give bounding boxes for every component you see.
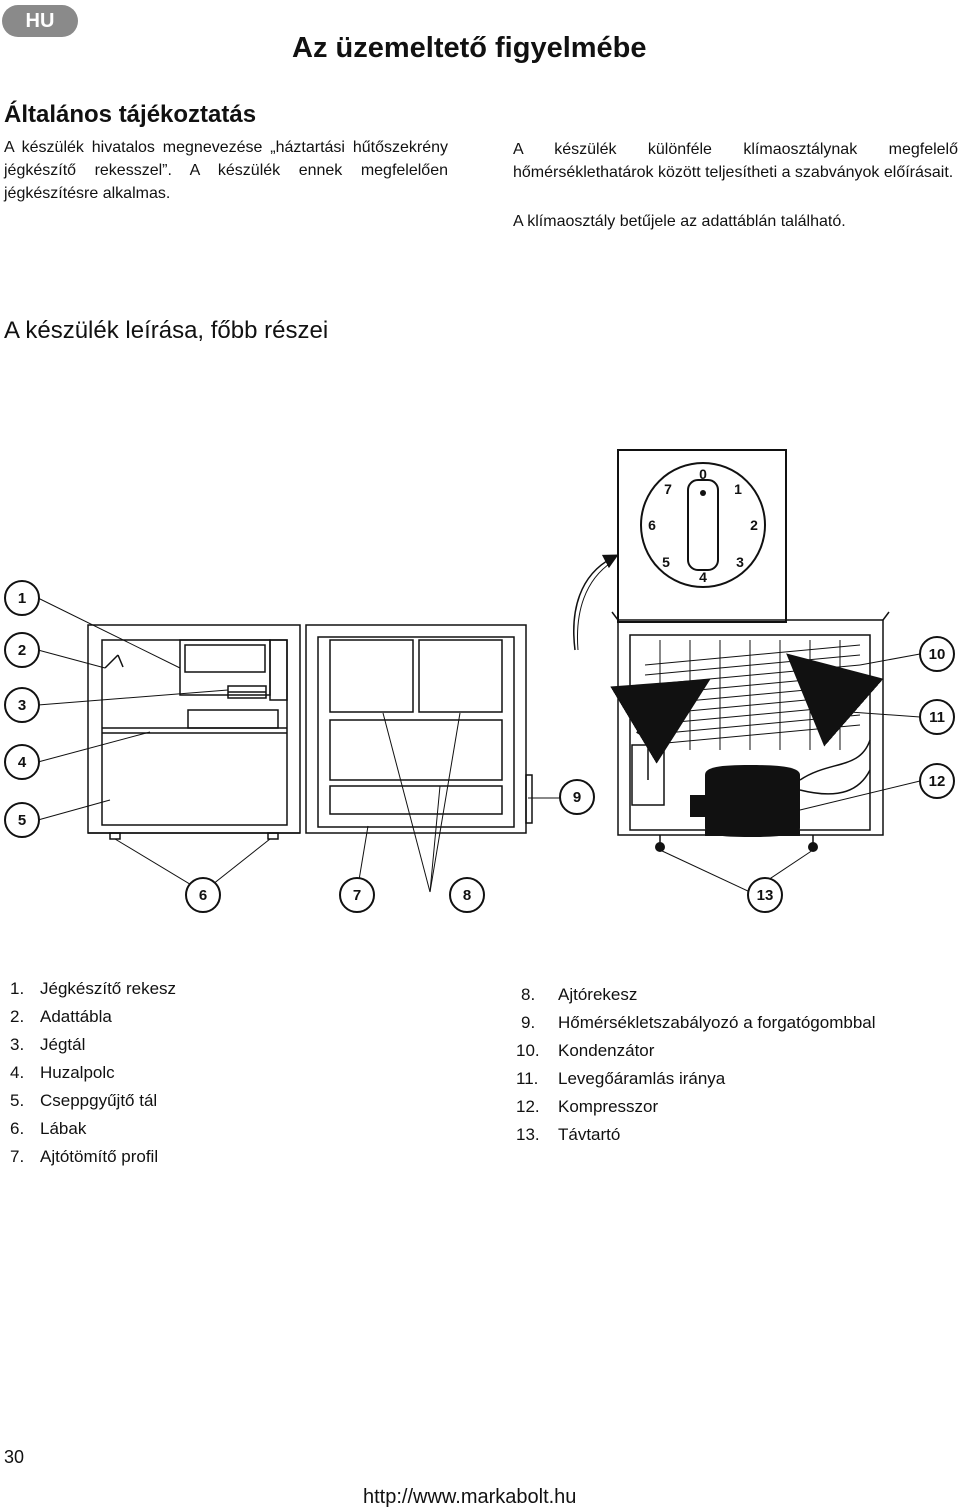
dial-number: 0 xyxy=(699,466,707,482)
general-info-left-text: A készülék hivatalos megnevezése „háztar… xyxy=(4,139,448,202)
list-item: 2.Adattábla xyxy=(10,1007,112,1026)
appliance-diagram: 0 1 2 3 4 5 6 7 xyxy=(4,449,955,913)
language-badge: HU xyxy=(2,5,78,37)
dial-number: 7 xyxy=(664,481,672,497)
dial-number: 2 xyxy=(750,517,758,533)
callout-label: 5 xyxy=(18,812,26,829)
compressor-shape xyxy=(690,765,800,837)
callout-label: 3 xyxy=(18,697,26,714)
callout-label: 1 xyxy=(18,590,26,607)
thermostat-dial: 0 1 2 3 4 5 6 7 xyxy=(617,449,787,623)
dial-number: 5 xyxy=(662,554,670,570)
list-item: 5.Cseppgyűjtő tál xyxy=(10,1091,158,1110)
list-item: 3.Jégtál xyxy=(10,1035,86,1054)
dial-number: 1 xyxy=(734,481,742,497)
dial-number: 4 xyxy=(699,569,707,585)
callout-label: 12 xyxy=(929,773,946,790)
list-item: 6.Lábak xyxy=(10,1119,87,1138)
callout-label: 4 xyxy=(18,754,27,771)
description-heading: A készülék leírása, főbb részei xyxy=(4,317,329,344)
list-item: 7.Ajtótömítő profil xyxy=(10,1147,159,1166)
fridge-interior-view xyxy=(87,624,301,840)
parts-list-right: 8.Ajtórekesz 9.Hőmérsékletszabályozó a f… xyxy=(516,981,876,1149)
dial-number: 6 xyxy=(648,517,656,533)
parts-list-left: 1.Jégkészítő rekesz 2.Adattábla 3.Jégtál… xyxy=(10,975,176,1171)
callout-label: 9 xyxy=(573,789,581,806)
callout-label: 2 xyxy=(18,642,26,659)
dial-number: 3 xyxy=(736,554,744,570)
list-item: 12.Kompresszor xyxy=(516,1097,659,1116)
list-item: 8.Ajtórekesz xyxy=(521,985,638,1004)
list-item: 1.Jégkészítő rekesz xyxy=(10,979,177,998)
general-info-heading: Általános tájékoztatás xyxy=(4,101,257,128)
fridge-door-view xyxy=(305,624,533,834)
callout-label: 10 xyxy=(929,646,946,663)
climate-class-note: A klímaosztály betűjele az adattáblán ta… xyxy=(513,213,846,230)
list-item: 11.Levegőáramlás iránya xyxy=(516,1069,726,1088)
callout-label: 7 xyxy=(353,887,361,904)
list-item: 4.Huzalpolc xyxy=(10,1063,115,1082)
list-item: 10.Kondenzátor xyxy=(516,1041,655,1060)
general-info-right-text: A készülék különféle klímaosztálynak meg… xyxy=(513,141,958,181)
list-item: 13.Távtartó xyxy=(516,1125,621,1144)
callout-label: 13 xyxy=(757,887,774,904)
callout-label: 8 xyxy=(463,887,471,904)
callout-markers xyxy=(4,580,955,913)
footer-url[interactable]: http://www.markabolt.hu xyxy=(363,1486,577,1508)
callout-label: 11 xyxy=(929,709,945,726)
page-title: Az üzemeltető figyelmébe xyxy=(292,32,647,64)
callout-label: 6 xyxy=(199,887,207,904)
list-item: 9.Hőmérsékletszabályozó a forgatógombbal xyxy=(521,1013,876,1032)
page-number: 30 xyxy=(4,1447,25,1467)
